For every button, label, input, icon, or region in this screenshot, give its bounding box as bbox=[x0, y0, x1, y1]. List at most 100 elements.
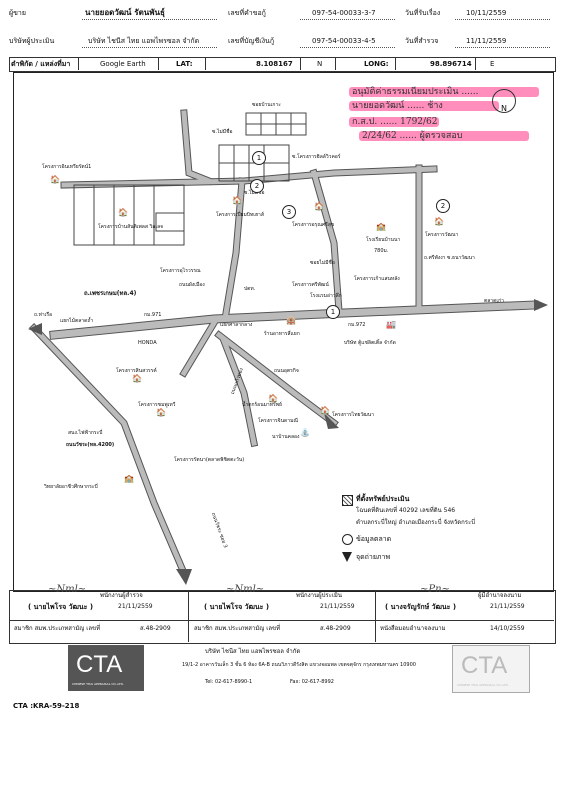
map-label: โรงแรมอ่าวลึก bbox=[310, 293, 342, 299]
source-value: Google Earth bbox=[100, 60, 146, 68]
marker-circle: 1 bbox=[252, 151, 266, 165]
north-arrow-icon: N bbox=[492, 89, 516, 113]
map-label: ซ.โครงการฮิลล์วิวคอร์ bbox=[292, 154, 341, 160]
marker-circle: 2 bbox=[436, 199, 450, 213]
map-label: โครงการศรีพัฒน์ bbox=[292, 282, 329, 288]
building-icon: 🏠 bbox=[314, 202, 324, 211]
col3-doc-date: 14/10/2559 bbox=[490, 625, 525, 632]
map-label: สนง.ไฟฟ้ากระบี่ bbox=[68, 430, 103, 436]
map-label: กม.972 bbox=[348, 322, 366, 328]
cta-logo-watermark: CTA CHINESE THAI APPRAISAL CO.,LTD. bbox=[452, 645, 530, 693]
coords-divider-6 bbox=[395, 57, 396, 70]
request-no-value: 097-54-00033-3-7 bbox=[312, 9, 376, 17]
map-label: โครงการอุไรวรรณ bbox=[160, 268, 201, 274]
coords-divider-2 bbox=[158, 57, 159, 70]
lat-label: LAT: bbox=[176, 60, 193, 68]
map-label: โครงการรัตนา(ตลาดพิชิตตะวัน) bbox=[174, 457, 245, 463]
col2-date: 21/11/2559 bbox=[320, 603, 355, 610]
col1-member-no: ส.48-2909 bbox=[140, 625, 171, 632]
map-label: โครงการชมพูเทวี bbox=[138, 402, 176, 408]
footer-company: บริษัท ไชนีส ไทย แอพไพรซอล จำกัด bbox=[205, 648, 301, 655]
col1-member-label: สมาชิก สมพ.ประเภทสามัญ เลขที่ bbox=[14, 625, 101, 632]
col3-name: ( นางจรัญรักษ์ วัฒนะ ) bbox=[385, 603, 457, 611]
legend: ที่ตั้งทรัพย์ประเมิน โฉนดที่ดินเลขที่ 40… bbox=[340, 492, 540, 572]
building-icon: 🏠 bbox=[232, 196, 242, 205]
handwritten-note-2: นายยอดวัฒน์ ...... ช้าง bbox=[352, 101, 443, 111]
col1-name: ( นายไพโรจ วัฒนะ ) bbox=[28, 603, 94, 611]
map-label: ซ.ไม่มีชื่อ bbox=[244, 190, 265, 196]
coords-divider-3 bbox=[205, 57, 206, 70]
map-label: วิทยาลัยอาชีวศึกษากระบี่ bbox=[44, 484, 98, 490]
map-label: กม.971 bbox=[144, 312, 162, 318]
account-underline bbox=[300, 47, 395, 48]
receive-date-value: 10/11/2559 bbox=[466, 9, 507, 17]
col1-role: พนักงานผู้สำรวจ bbox=[100, 592, 143, 599]
col1-date: 21/11/2559 bbox=[118, 603, 153, 610]
map-label: โครงการวัฒนา bbox=[425, 232, 459, 238]
location-map: อนุมัติค่าธรรมเนียมประเมิน ...... นายยอด… bbox=[13, 72, 554, 592]
legend-item3: จุดถ่ายภาพ bbox=[356, 553, 391, 561]
map-label: โครงการอรุณศรีสุข bbox=[292, 222, 335, 228]
col2-member-label: สมาชิก สมพ.ประเภทสามัญ เลขที่ bbox=[194, 625, 281, 632]
map-label: ร้านอาหารสี่แยก bbox=[264, 331, 300, 337]
highlight-3 bbox=[349, 117, 439, 127]
map-label: โครงการเปี่ยมบิทเฮาส์ bbox=[216, 212, 264, 218]
coords-divider-5 bbox=[335, 57, 336, 70]
coords-divider-4 bbox=[300, 57, 301, 70]
footer-tel: Tel: 02-617-8990-1 bbox=[205, 679, 253, 685]
lat-dir: N bbox=[317, 60, 323, 68]
map-label: ถนนอุตรกิจ bbox=[274, 368, 299, 374]
map-label-main-road: ถ.เพชรเกษม(ทล.4) bbox=[84, 290, 137, 297]
receive-date-label: วันที่รับเรื่อง bbox=[405, 9, 441, 17]
building-icon: 🏠 bbox=[50, 175, 60, 184]
survey-date-label: วันที่สำรวจ bbox=[405, 37, 439, 45]
signature-divider-1 bbox=[188, 590, 189, 642]
col3-doc-label: หนังสือมอบอำนาจลงนาม bbox=[380, 625, 446, 632]
map-label: ถ.ท่าเรือ bbox=[34, 312, 53, 318]
map-label: ตลาดเก่า bbox=[484, 298, 504, 304]
col2-member-no: ส.48-2909 bbox=[320, 625, 351, 632]
map-label: แยกศาลากลาง bbox=[220, 322, 253, 328]
owner-label: ผู้ขาย bbox=[9, 9, 26, 17]
marker-circle: 1 bbox=[326, 305, 340, 319]
company-label: บริษัทผู้ประเมิน bbox=[9, 37, 55, 45]
coords-divider-1 bbox=[78, 57, 79, 70]
signature-block bbox=[9, 590, 556, 644]
cta-logo: CTA CHINESE THAI APPRAISAL CO.,LTD. bbox=[68, 645, 144, 691]
handwritten-note-3: ก.ส.ป. ...... 1792/62 bbox=[352, 117, 438, 127]
long-dir: E bbox=[490, 60, 495, 68]
landmark-icon: ⛲ bbox=[300, 428, 310, 437]
coords-bar bbox=[9, 57, 556, 72]
signature-mark: ~Pn~ bbox=[420, 584, 450, 595]
map-label: แยกไม้ตลาดถ้ำ bbox=[60, 318, 94, 324]
building-icon: 🏠 bbox=[156, 408, 166, 417]
school-icon: 🏫 bbox=[124, 474, 134, 483]
highlight-1 bbox=[349, 87, 539, 97]
company-value: บริษัท ไชนีส ไทย แอพไพรซอล จำกัด bbox=[88, 37, 200, 45]
road-network bbox=[28, 109, 548, 585]
map-label: โครงการบ้านสันติเพลส วิลเลจ bbox=[98, 224, 164, 230]
building-icon: 🏠 bbox=[268, 394, 278, 403]
building-icon: 🏠 bbox=[434, 217, 444, 226]
legend-title: ที่ตั้งทรัพย์ประเมิน bbox=[356, 495, 410, 503]
signature-row-divider bbox=[9, 620, 554, 621]
owner-underline bbox=[82, 19, 217, 20]
handwritten-note-4: 2/24/62 ...... ผู้ตรวจสอบ bbox=[362, 131, 463, 141]
photo-point-icon bbox=[342, 552, 352, 562]
receive-date-underline bbox=[455, 19, 550, 20]
map-label: 780ม. bbox=[374, 248, 389, 254]
map-label: โรงเรียนบ้านนา bbox=[366, 237, 401, 243]
map-label: โครงการเก้าแสนหลัง bbox=[354, 276, 400, 282]
map-label: HONDA bbox=[138, 340, 157, 346]
long-label: LONG: bbox=[364, 60, 389, 68]
map-label: บริษัท ตู้แช่ลิตเติ้ล จำกัด bbox=[344, 340, 396, 346]
map-label: ถนนผังเมือง bbox=[179, 282, 205, 288]
building-icon: 🏠 bbox=[132, 374, 142, 383]
highlight-4 bbox=[359, 131, 529, 141]
building-icon: 🏠 bbox=[118, 208, 128, 217]
map-label: นาบ้านคลอง bbox=[272, 434, 300, 440]
col2-name: ( นายไพโรจ วัฒนะ ) bbox=[204, 603, 270, 611]
col2-role: พนักงานผู้ประเมิน bbox=[296, 592, 342, 599]
map-label: น้ำตกร้อนมาทรัพย์ bbox=[242, 402, 282, 408]
highlight-2 bbox=[349, 101, 499, 111]
